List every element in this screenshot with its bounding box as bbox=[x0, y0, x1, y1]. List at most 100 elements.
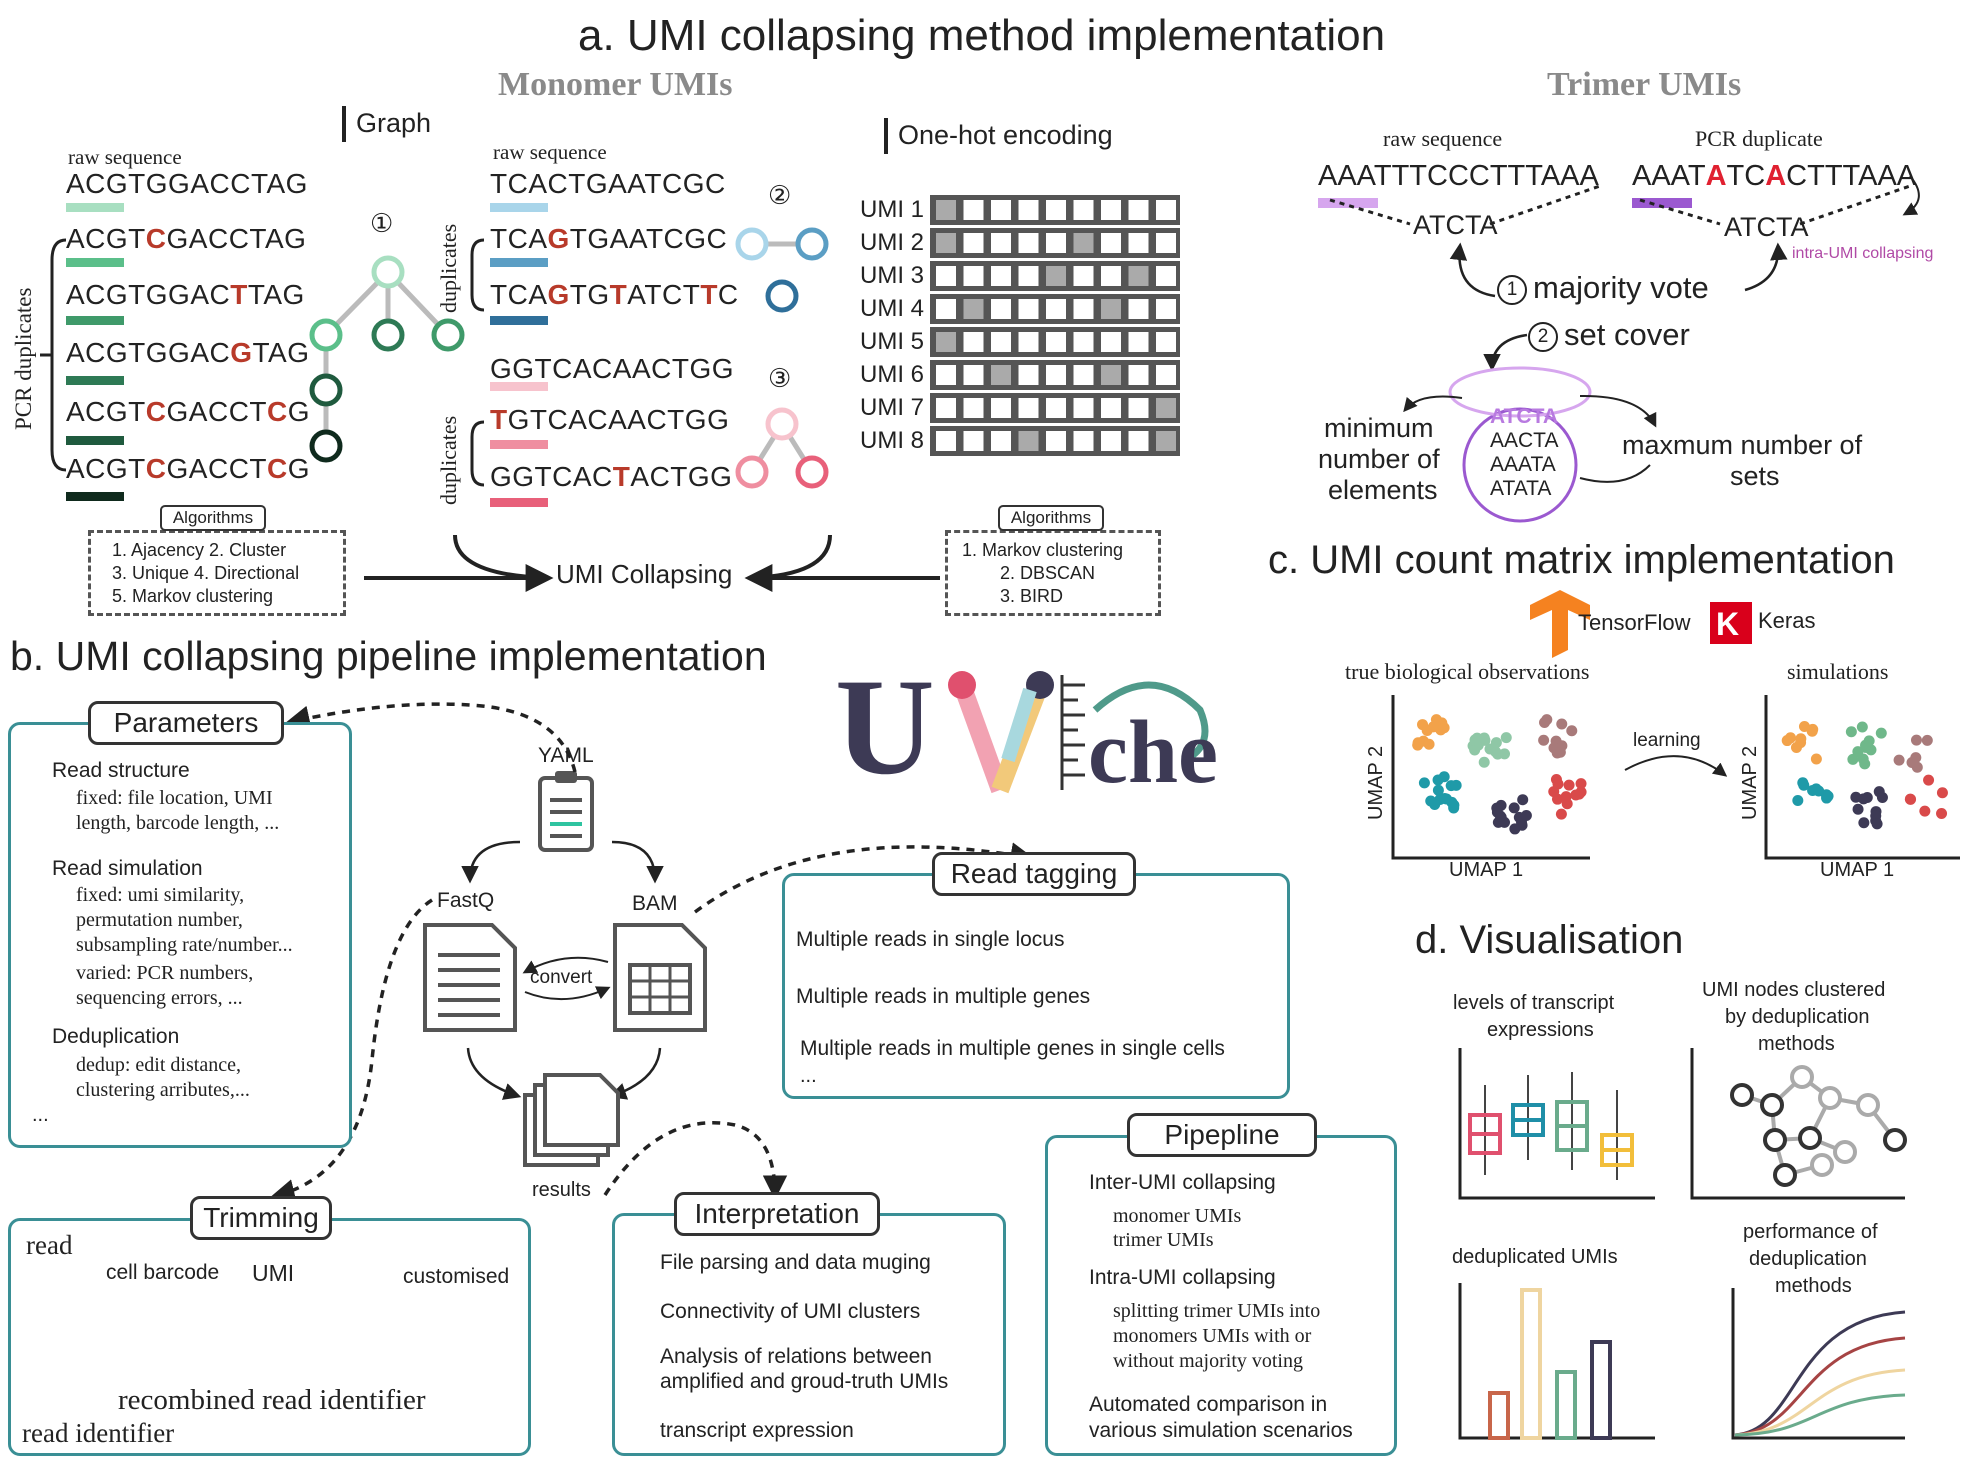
onehot-cell bbox=[1156, 431, 1176, 451]
label-line: performance of bbox=[1743, 1221, 1878, 1243]
section-a-title: a. UMI collapsing method implementation bbox=[578, 11, 1386, 60]
umap-points-right bbox=[1781, 720, 1948, 830]
read-label: read bbox=[26, 1230, 73, 1260]
onehot-cell bbox=[1046, 299, 1066, 319]
tag-ellipsis: ... bbox=[800, 1065, 817, 1087]
parameters-ellipsis: ... bbox=[32, 1104, 49, 1126]
umap-axes-right bbox=[1764, 695, 1960, 860]
umap-point bbox=[1560, 791, 1572, 803]
trimer-bar-dup bbox=[1632, 198, 1692, 208]
results-to-interpretation-arrow bbox=[603, 1121, 788, 1200]
onehot-cell bbox=[1101, 200, 1121, 220]
list-item: Automated comparison in various simulati… bbox=[1089, 1393, 1353, 1443]
true-obs-label: true biological observations bbox=[1345, 659, 1590, 684]
onehot-cell bbox=[1046, 398, 1066, 418]
umap-point bbox=[1810, 753, 1822, 765]
umi-row-label: UMI 8 bbox=[860, 427, 925, 454]
trimer-raw-seq: AAATTTCCCTTTAAA bbox=[1318, 160, 1599, 192]
umap-point bbox=[1563, 779, 1575, 791]
umi-label: UMI bbox=[252, 1260, 295, 1286]
graph-3 bbox=[735, 407, 829, 489]
bam-icon bbox=[613, 923, 707, 1032]
customised-label: customised bbox=[403, 1265, 510, 1288]
graph-1 bbox=[309, 255, 465, 463]
setcover-arrow bbox=[1483, 333, 1528, 372]
list-item: trimer UMIs bbox=[1113, 1229, 1214, 1251]
umap-point bbox=[1906, 757, 1918, 769]
pcr-duplicate-seq: ACGTCGACCTAG bbox=[66, 223, 307, 254]
umap-point bbox=[1845, 726, 1857, 738]
onehot-cell bbox=[1128, 365, 1149, 385]
graph-label: Graph bbox=[356, 108, 432, 138]
umap-point bbox=[1500, 732, 1512, 744]
onehot-cell bbox=[1128, 266, 1149, 286]
seq-bar bbox=[66, 203, 124, 212]
fastq-to-results-arrow bbox=[466, 1047, 522, 1100]
min-label-line: number of bbox=[1318, 444, 1440, 474]
onehot-cell bbox=[1046, 266, 1066, 286]
learning-label: learning bbox=[1633, 730, 1701, 751]
umap-point bbox=[1478, 732, 1490, 744]
duplicate-seq: TGTCACAACTGG bbox=[490, 404, 730, 435]
yaml-label: YAML bbox=[538, 744, 594, 767]
onehot-cell bbox=[963, 398, 984, 418]
umap1-right: UMAP 1 bbox=[1820, 859, 1895, 881]
parameters-box bbox=[8, 722, 352, 1148]
interpretation-item: transcript expression bbox=[660, 1419, 854, 1442]
yaml-to-parameters-arrow bbox=[285, 702, 577, 773]
umap-point bbox=[1936, 787, 1948, 799]
duplicate-seq: TCAGTGTATCTTC bbox=[490, 279, 739, 310]
onehot-cell bbox=[1046, 233, 1066, 253]
duplicate-seq: GGTCACTACTGG bbox=[490, 461, 733, 492]
algorithm-item: 2. DBSCAN bbox=[1000, 563, 1096, 583]
umap-point bbox=[1575, 778, 1587, 790]
onehot-cell bbox=[991, 266, 1011, 286]
max-label-line: sets bbox=[1730, 461, 1780, 491]
dup-bracket-2 bbox=[470, 420, 485, 487]
umap-point bbox=[1490, 737, 1502, 749]
fastq-to-trimming-arrow bbox=[270, 898, 433, 1204]
umap-point bbox=[1430, 714, 1442, 726]
duplicate-seq: TCAGTGAATCGC bbox=[490, 223, 728, 254]
umap-point bbox=[1893, 754, 1905, 766]
graph-marker-3: ③ bbox=[768, 363, 792, 393]
umap-point bbox=[1478, 756, 1490, 768]
onehot-cell bbox=[1046, 365, 1066, 385]
label-line: deduplication bbox=[1749, 1248, 1867, 1270]
onehot-cell bbox=[1073, 365, 1094, 385]
onehot-cell bbox=[1018, 299, 1039, 319]
umap-point bbox=[1539, 717, 1551, 729]
list-item: Read simulation bbox=[52, 857, 203, 880]
umap-point bbox=[1570, 789, 1582, 801]
pcr-duplicate-seq: ACGTGGACTTAG bbox=[66, 279, 305, 310]
umi-row-label: UMI 6 bbox=[860, 361, 925, 388]
umap-point bbox=[1508, 802, 1520, 814]
umap-point bbox=[1910, 734, 1922, 746]
onehot-cell bbox=[1156, 299, 1176, 319]
onehot-cell bbox=[963, 266, 984, 286]
network-axes bbox=[1690, 1048, 1905, 1200]
onehot-cell bbox=[963, 332, 984, 352]
umi-row-label: UMI 2 bbox=[860, 229, 925, 256]
seq-bar bbox=[490, 440, 548, 449]
onehot-cell bbox=[936, 431, 956, 451]
onehot-cell bbox=[991, 332, 1011, 352]
majority-vote-label: majority vote bbox=[1533, 270, 1709, 305]
set-item: AAATA bbox=[1490, 453, 1556, 476]
set-item: AACTA bbox=[1490, 429, 1559, 452]
interpretation-item: Connectivity of UMI clusters bbox=[660, 1300, 921, 1323]
set-item: ATATA bbox=[1490, 477, 1552, 500]
bam-to-results-arrow bbox=[608, 1047, 662, 1100]
onehot-cell bbox=[1073, 431, 1094, 451]
umap-point bbox=[1509, 823, 1521, 835]
onehot-cell bbox=[991, 431, 1011, 451]
fastq-label: FastQ bbox=[437, 889, 495, 912]
onehot-cell bbox=[991, 398, 1011, 418]
seq-bar bbox=[490, 382, 548, 391]
seq-bar bbox=[490, 316, 548, 325]
onehot-cell bbox=[1018, 233, 1039, 253]
label-line: UMI nodes clustered bbox=[1702, 979, 1886, 1001]
section-c-title: c. UMI count matrix implementation bbox=[1268, 538, 1895, 582]
trimer-pcr-label: PCR duplicate bbox=[1695, 126, 1823, 151]
